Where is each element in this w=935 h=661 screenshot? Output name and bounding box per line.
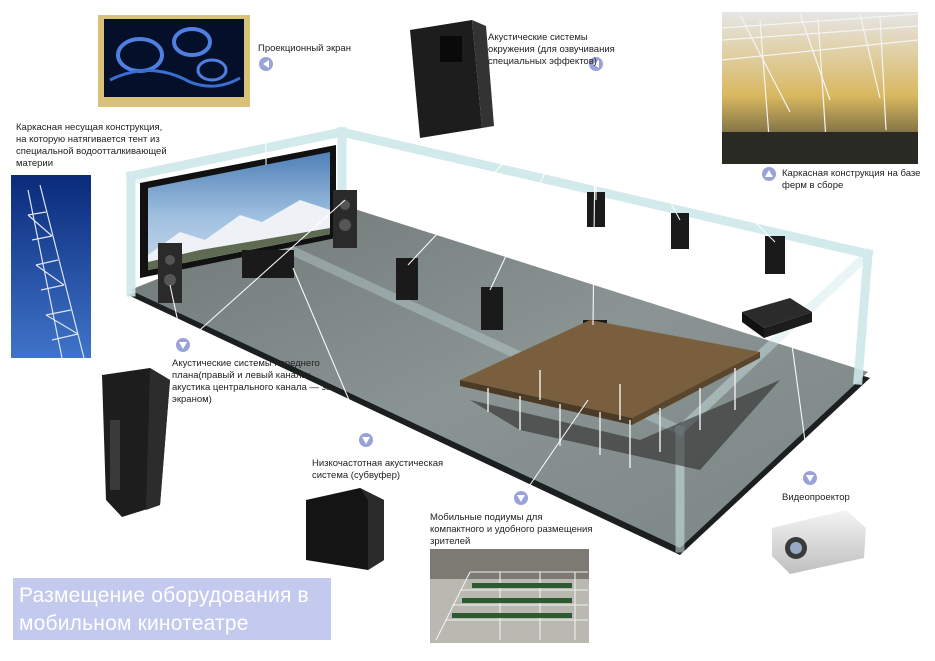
- photo-podium-stands: [430, 549, 589, 643]
- label-line: на которую натягивается тент из: [16, 134, 160, 145]
- marker-screen: [259, 57, 273, 71]
- label-subwoofer: Низкочастотная акустическая система (суб…: [312, 458, 443, 482]
- label-projection-screen: Проекционный экран: [258, 43, 351, 55]
- scene-podiums: [460, 320, 780, 470]
- marker-frame-assembled: [762, 167, 776, 181]
- scene-projector: [742, 298, 812, 338]
- marker-projector: [803, 471, 817, 485]
- scene-projection-screen: [140, 145, 336, 278]
- photo-projector: [772, 510, 866, 574]
- label-podiums: Мобильные подиумы для компактного и удоб…: [430, 512, 593, 548]
- label-line: Мобильные подиумы для: [430, 512, 543, 523]
- marker-surround: [589, 57, 603, 71]
- label-line: плана(правый и левый каналы;: [172, 370, 311, 381]
- label-line: зрителей: [430, 536, 471, 547]
- title-line-2: мобильном кинотеатре: [19, 612, 249, 635]
- label-line: специальной водоотталкивающей: [16, 146, 167, 157]
- label-frame-assembled: Каркасная конструкция на базе ферм в сбо…: [782, 168, 920, 192]
- title-line-1: Размещение оборудования в: [19, 584, 309, 607]
- label-line: Каркасная несущая конструкция,: [16, 122, 163, 133]
- label-line: экраном): [172, 394, 212, 405]
- photo-surround-speaker: [410, 20, 494, 138]
- label-line: Акустические системы: [488, 32, 588, 43]
- label-projector: Видеопроектор: [782, 492, 850, 504]
- marker-front-speakers: [176, 338, 190, 352]
- label-projection-screen-text: Проекционный экран: [258, 43, 351, 54]
- photo-projection-screen: [98, 15, 250, 107]
- label-line: система (субвуфер): [312, 470, 401, 481]
- label-line: специальных эффектов): [488, 56, 597, 67]
- photo-front-speaker: [102, 368, 170, 517]
- marker-subwoofer: [359, 433, 373, 447]
- callout-markers: [176, 57, 817, 505]
- label-front-speakers: Акустические системы переднего плана(пра…: [172, 358, 331, 406]
- callout-lines: [169, 63, 811, 499]
- label-line: Низкочастотная акустическая: [312, 458, 444, 469]
- label-line: ферм в сборе: [782, 180, 844, 191]
- label-line: материи: [16, 158, 54, 169]
- scene-front-speakers: [158, 190, 357, 303]
- label-surround-speakers: Акустические системы окружения (для озву…: [488, 32, 615, 68]
- label-line: компактного и удобного размещения: [430, 524, 593, 535]
- photo-truss-assembled: [721, 12, 919, 164]
- label-projector-text: Видеопроектор: [782, 492, 850, 503]
- label-frame-tent: Каркасная несущая конструкция, на котору…: [16, 122, 167, 170]
- photo-subwoofer: [306, 488, 384, 570]
- label-line: окружения (для озвучивания: [488, 44, 615, 55]
- photo-truss-tower: [11, 175, 91, 359]
- diagram-title: Размещение оборудования в мобильном кино…: [13, 578, 331, 640]
- label-line: Акустические системы переднего: [172, 358, 320, 369]
- marker-podiums: [514, 491, 528, 505]
- label-line: акустика центрального канала — за: [172, 382, 332, 393]
- label-line: Каркасная конструкция на базе: [782, 168, 921, 179]
